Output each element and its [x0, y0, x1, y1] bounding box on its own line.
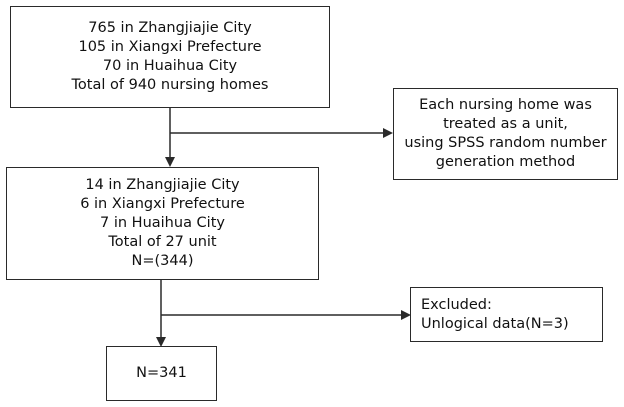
initial-line-2: 105 in Xiangxi Prefecture	[78, 39, 262, 55]
final-line-1: N=341	[136, 365, 187, 381]
sample-box: 14 in Zhangjiajie City 6 in Xiangxi Pref…	[6, 167, 319, 280]
sample-line-4: Total of 27 unit	[108, 234, 217, 250]
method-line-4: generation method	[435, 154, 576, 170]
initial-line-3: 70 in Huaihua City	[102, 58, 238, 74]
initial-line-1: 765 in Zhangjiajie City	[88, 20, 252, 36]
sample-line-5: N=(344)	[131, 253, 194, 269]
final-sample-box: N=341	[106, 346, 217, 401]
sample-line-2: 6 in Xiangxi Prefecture	[80, 196, 245, 212]
sample-line-1: 14 in Zhangjiajie City	[85, 177, 240, 193]
excluded-line-1: Excluded:	[421, 296, 492, 313]
method-line-3: using SPSS random number	[404, 135, 607, 151]
initial-line-4: Total of 940 nursing homes	[71, 77, 269, 93]
excluded-line-2: Unlogical data(N=3)	[421, 315, 569, 332]
sample-line-3: 7 in Huaihua City	[100, 215, 225, 231]
initial-population-box: 765 in Zhangjiajie City 105 in Xiangxi P…	[10, 6, 330, 108]
method-line-2: treated as a unit,	[443, 116, 568, 132]
excluded-box: Excluded: Unlogical data(N=3)	[410, 287, 603, 342]
sampling-method-box: Each nursing home was treated as a unit,…	[393, 88, 618, 180]
method-line-1: Each nursing home was	[419, 97, 592, 113]
